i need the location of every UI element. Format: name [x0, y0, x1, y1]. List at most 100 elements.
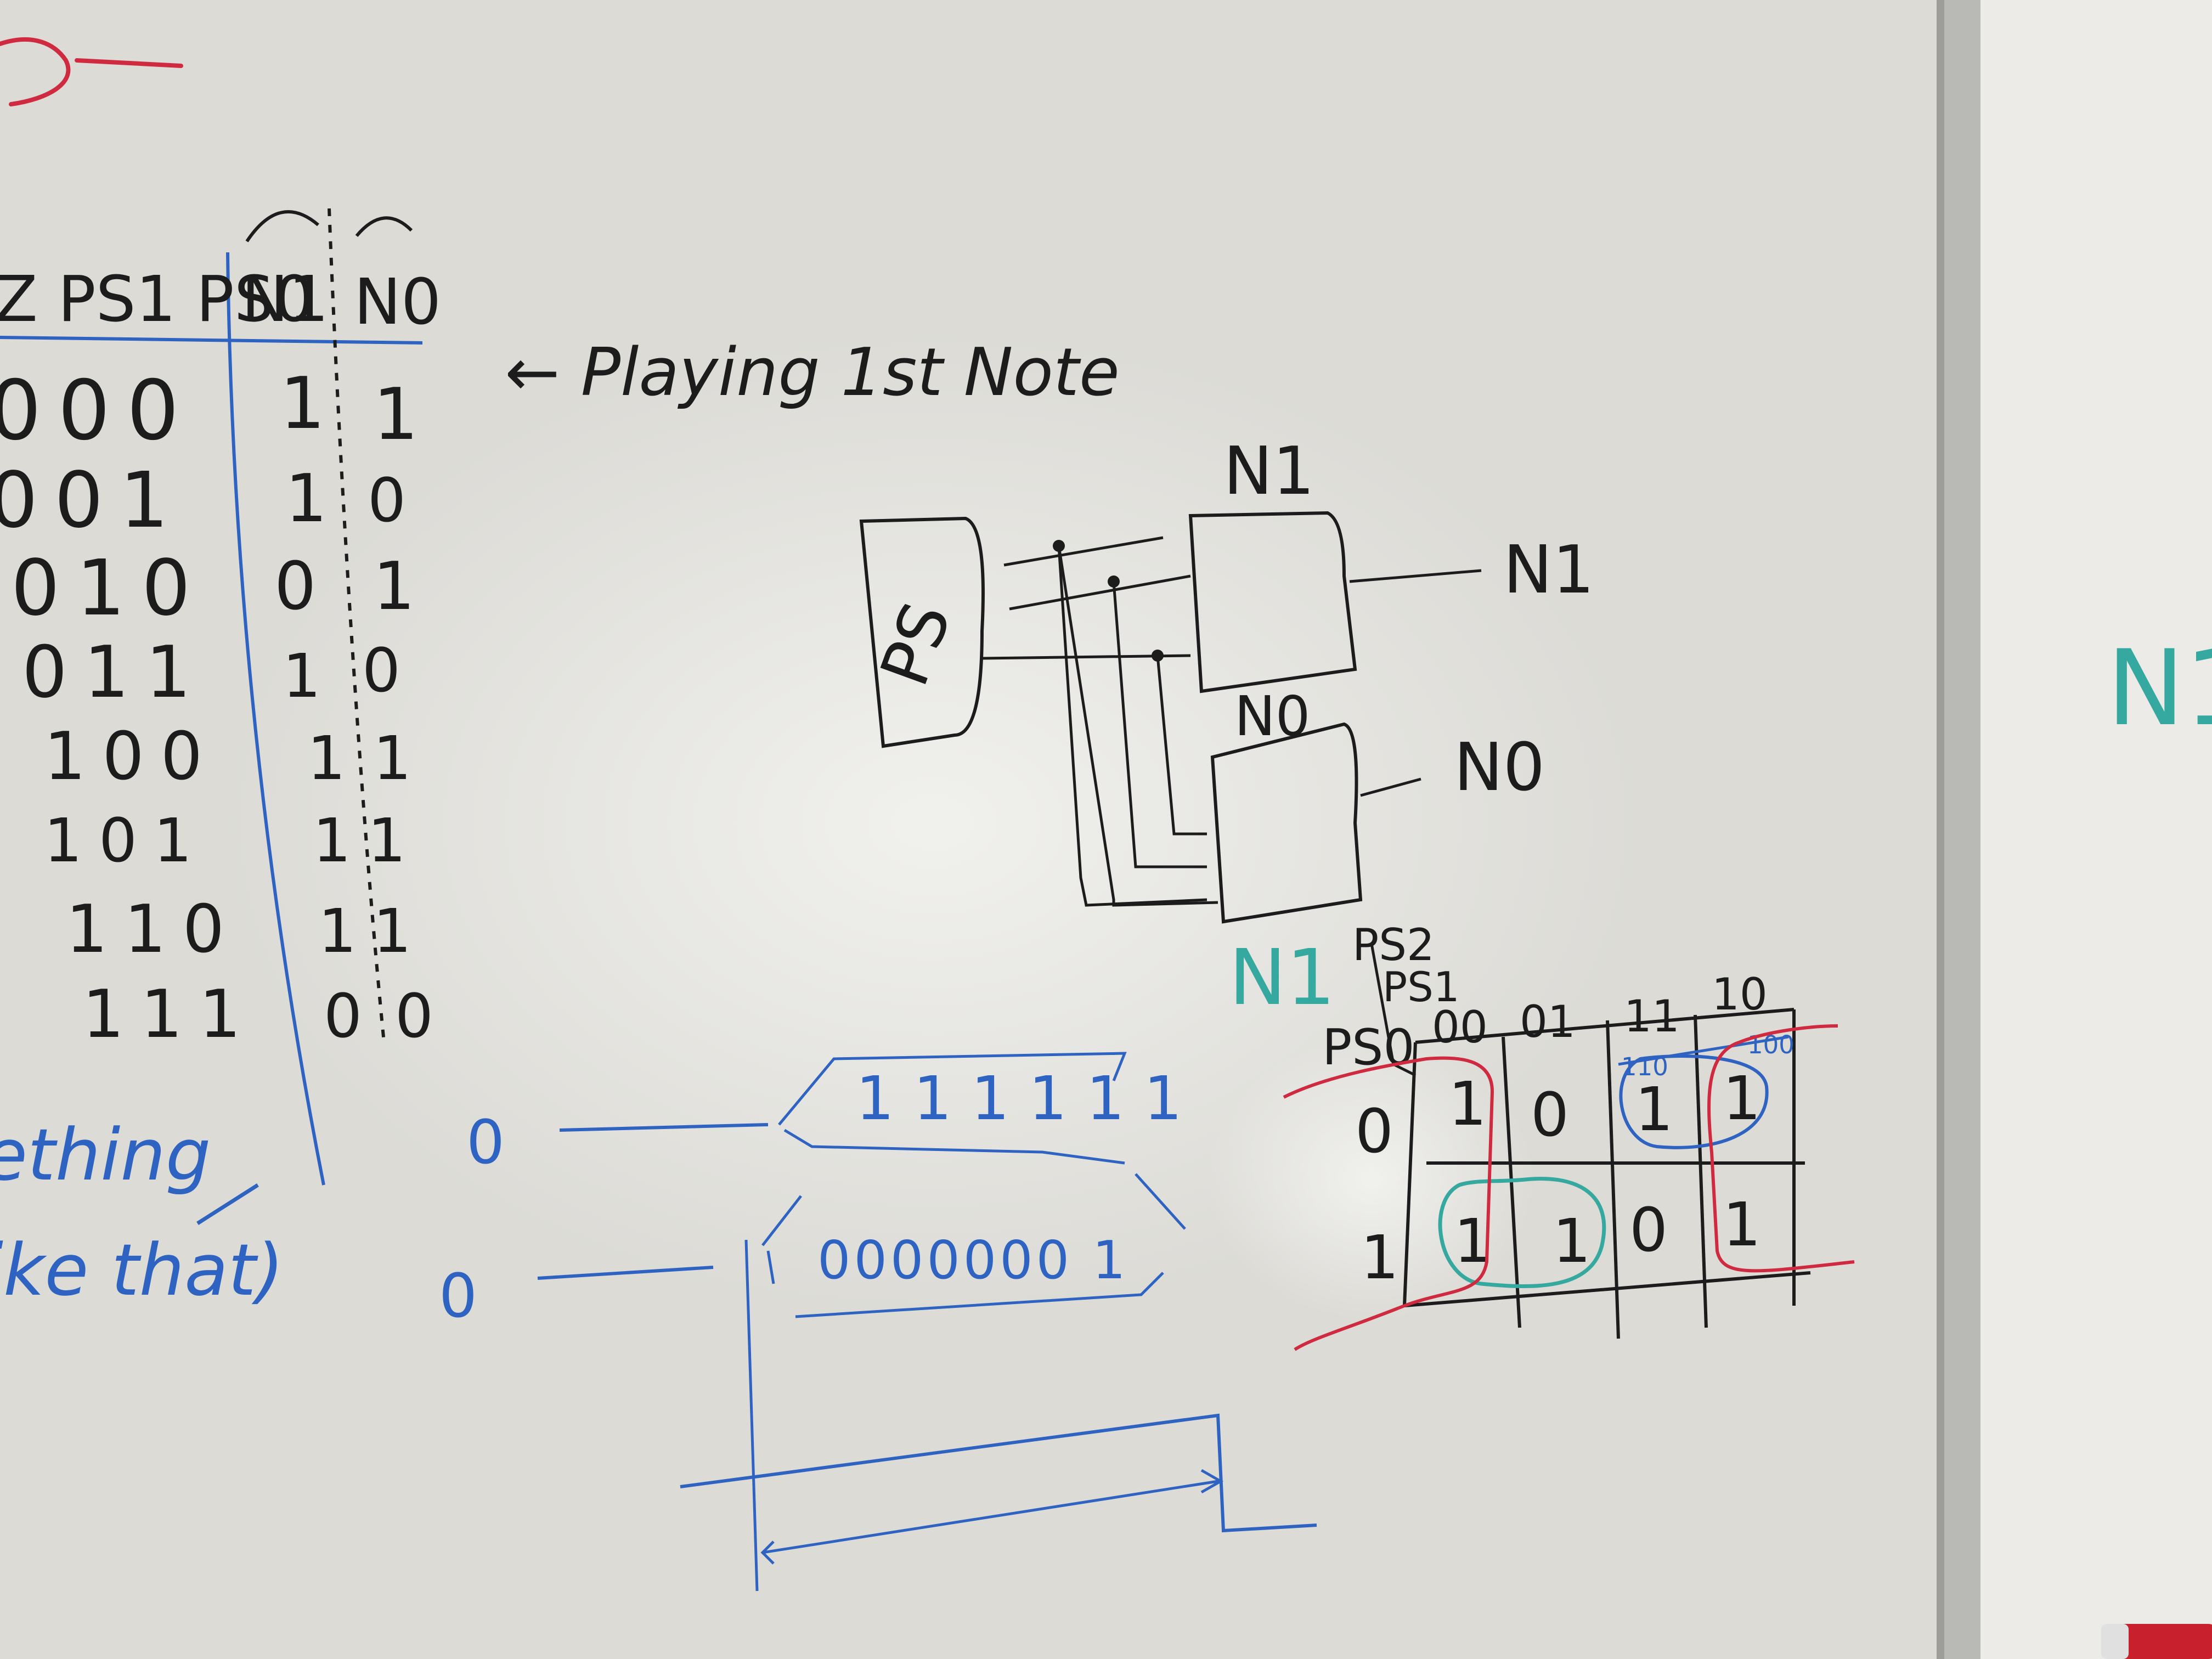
table-header-underline: [0, 336, 423, 345]
table-row: 000 1 1: [0, 362, 419, 459]
bus-value-bottom: 0000000 1: [817, 1231, 1129, 1291]
kmap-col-header: 01: [1520, 996, 1576, 1047]
kmap-cell: 1: [1723, 1189, 1761, 1260]
timing-edge: [680, 1413, 1317, 1533]
blue-slash: [196, 1183, 259, 1225]
row-n1: 0: [324, 981, 362, 1051]
table-row: 011 1 0: [22, 630, 400, 714]
table-header-n1: N1: [241, 263, 329, 336]
row-n1: 1: [307, 723, 346, 793]
row-n1: 1: [318, 896, 357, 966]
bus-shape-top: [778, 1052, 1127, 1165]
wire: [1057, 545, 1218, 907]
row-n0: 0: [395, 981, 433, 1051]
kmap-cell: 1: [1448, 1069, 1487, 1139]
n1-logic-block: [1188, 511, 1357, 693]
blue-note-line1: ething: [0, 1113, 211, 1197]
row-inputs: 010: [11, 544, 207, 633]
row-n1: 1: [283, 641, 321, 711]
kmap-cell: 1: [1635, 1074, 1673, 1144]
wave-input-bottom: 0: [439, 1261, 477, 1331]
waveform-sketch: 0 111111 0 0000000 1: [439, 1052, 1317, 1592]
wave-input-top: 0: [466, 1107, 505, 1177]
kmap-group-red-left: [1283, 1056, 1494, 1351]
output-divider-dotted: [328, 208, 386, 1043]
kmap-col-header: 10: [1712, 969, 1768, 1020]
table-header-inputs: Z PS1 PS0: [0, 263, 314, 336]
caret-mark-n0: [355, 216, 413, 237]
adjacent-whiteboard: [1980, 0, 2212, 1659]
n0-gate-label: N0: [1234, 684, 1310, 748]
n1-output-wire: [1349, 569, 1482, 583]
row-n1: 1: [285, 461, 327, 537]
wire: [1057, 545, 1207, 907]
row-n0: 0: [368, 465, 406, 535]
n1-output-label: N1: [1503, 532, 1594, 608]
row-inputs: 000: [0, 363, 195, 459]
row-inputs: 111: [82, 977, 257, 1053]
kmap-row-header: 1: [1361, 1222, 1399, 1293]
kmap-col-var-ps1: PS1: [1383, 963, 1460, 1011]
row-inputs: 110: [66, 891, 241, 968]
wire: [1003, 536, 1164, 567]
kmap-col-var-ps2: PS2: [1352, 919, 1435, 970]
row-inputs: 101: [44, 805, 208, 876]
red-marker-icon: [2101, 1624, 2212, 1659]
wire: [1156, 655, 1207, 836]
row-n1: 1: [313, 805, 351, 876]
row-n0: 1: [373, 723, 411, 793]
n1-gate-label: N1: [1223, 433, 1314, 510]
table-divider-line: [226, 252, 325, 1186]
row-inputs: 100: [44, 719, 219, 795]
wire: [1009, 574, 1191, 611]
n0-output-label: N0: [1454, 730, 1545, 806]
timing-arrow: [762, 1469, 1224, 1554]
table-row: 001 1 0: [0, 456, 406, 545]
row-n0: 0: [362, 635, 400, 706]
table-row: 111 0 0: [82, 977, 433, 1053]
kmap-row-header: 0: [1355, 1096, 1393, 1166]
timing-vertical: [744, 1239, 759, 1592]
frame-shadow: [1937, 0, 1944, 1659]
kmap-note: 100: [1747, 1030, 1795, 1059]
n0-logic-block: [1210, 722, 1363, 924]
wire: [1112, 581, 1207, 868]
row-n0: 1: [373, 896, 411, 966]
caret-mark-n1: [245, 210, 319, 242]
kmap-cell: 0: [1629, 1195, 1668, 1265]
kmap-col-header: 00: [1432, 1002, 1488, 1053]
playing-first-note-label: ← Playing 1st Note: [505, 335, 1120, 411]
wave-line-bottom: [537, 1266, 714, 1280]
bus-shape-bottom: [761, 1173, 1186, 1318]
kmap-blue-line: [1618, 1035, 1789, 1066]
ps-register-block: [859, 516, 985, 748]
blue-note-line2: ike that): [0, 1228, 284, 1312]
row-n0: 1: [373, 373, 419, 456]
kmap-cell: 1: [1553, 1206, 1591, 1276]
kmap-group-red-right: [1707, 1024, 1855, 1273]
wave-line-top: [559, 1123, 769, 1132]
table-header-n0: N0: [354, 266, 441, 339]
light-glare-2: [1207, 1037, 1536, 1322]
truth-table: Z PS1 PS0 N1 N0 000 1 1 001 1 0 010 0 1 …: [0, 208, 441, 1186]
row-n1: 1: [280, 362, 325, 445]
kmap-col-header: 11: [1624, 991, 1680, 1042]
kmap-title: N1: [1229, 933, 1335, 1023]
row-n1: 0: [274, 549, 316, 625]
table-row: 110 1 1: [66, 891, 411, 968]
karnaugh-map: N1 PS2 PS1 PS0 00 01 11 10 0 1 1 0 1 1 1…: [1229, 919, 1855, 1351]
timing-arrow-head-left: [760, 1541, 775, 1565]
red-scribble: [0, 37, 183, 106]
row-inputs: 011: [22, 630, 207, 714]
table-row: 101 1 1: [44, 805, 406, 876]
row-n0: 1: [368, 805, 406, 876]
table-row: 010 0 1: [11, 544, 415, 633]
table-row: 100 1 1: [44, 719, 411, 795]
row-n0: 1: [373, 549, 415, 625]
side-board-label: N1: [2107, 628, 2212, 749]
bus-value-top: 111111: [856, 1063, 1201, 1133]
kmap-cell: 0: [1531, 1080, 1569, 1150]
kmap-group-teal: [1438, 1177, 1606, 1288]
n0-output-wire: [1360, 777, 1421, 797]
